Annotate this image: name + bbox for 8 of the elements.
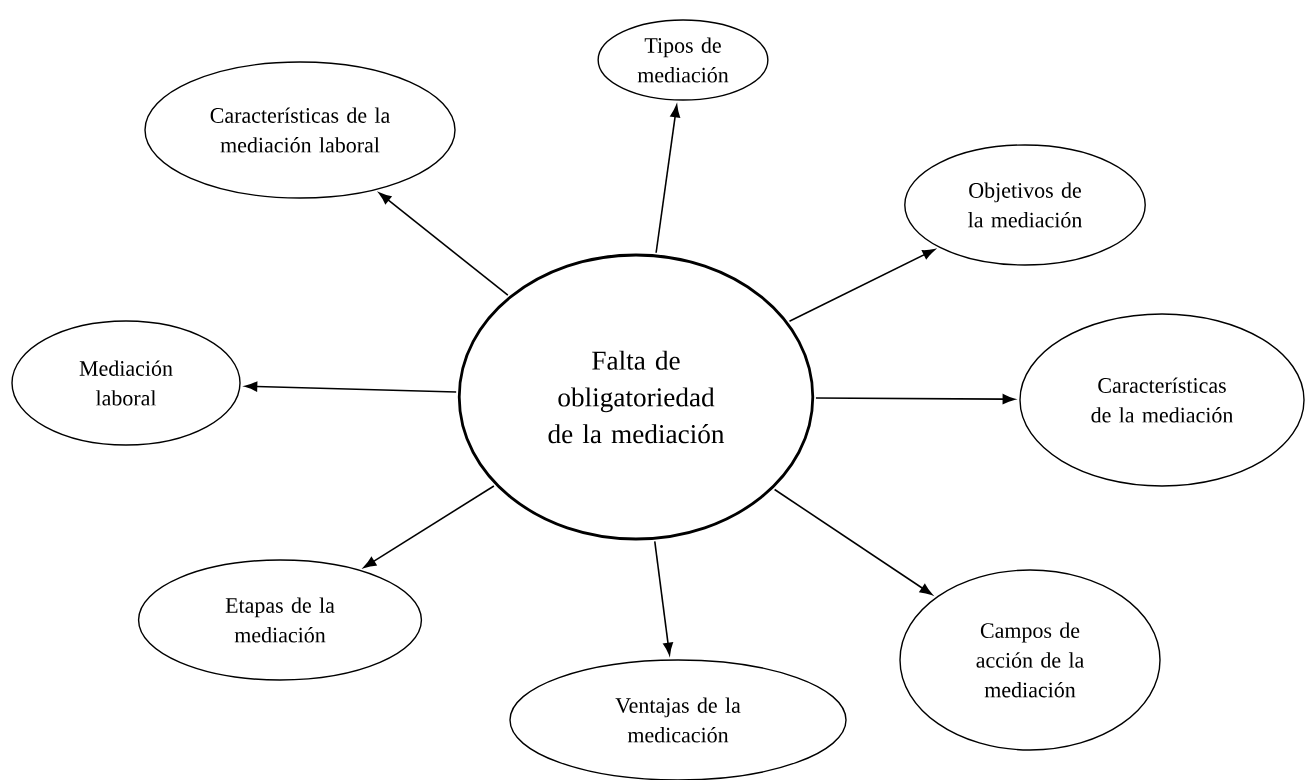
arrow <box>378 192 509 296</box>
arrow <box>655 104 681 254</box>
arrow <box>788 249 935 323</box>
arrow <box>363 485 495 568</box>
arrow <box>773 488 933 596</box>
arrow <box>815 394 1015 405</box>
arrow <box>244 381 457 393</box>
arrow <box>654 540 673 656</box>
